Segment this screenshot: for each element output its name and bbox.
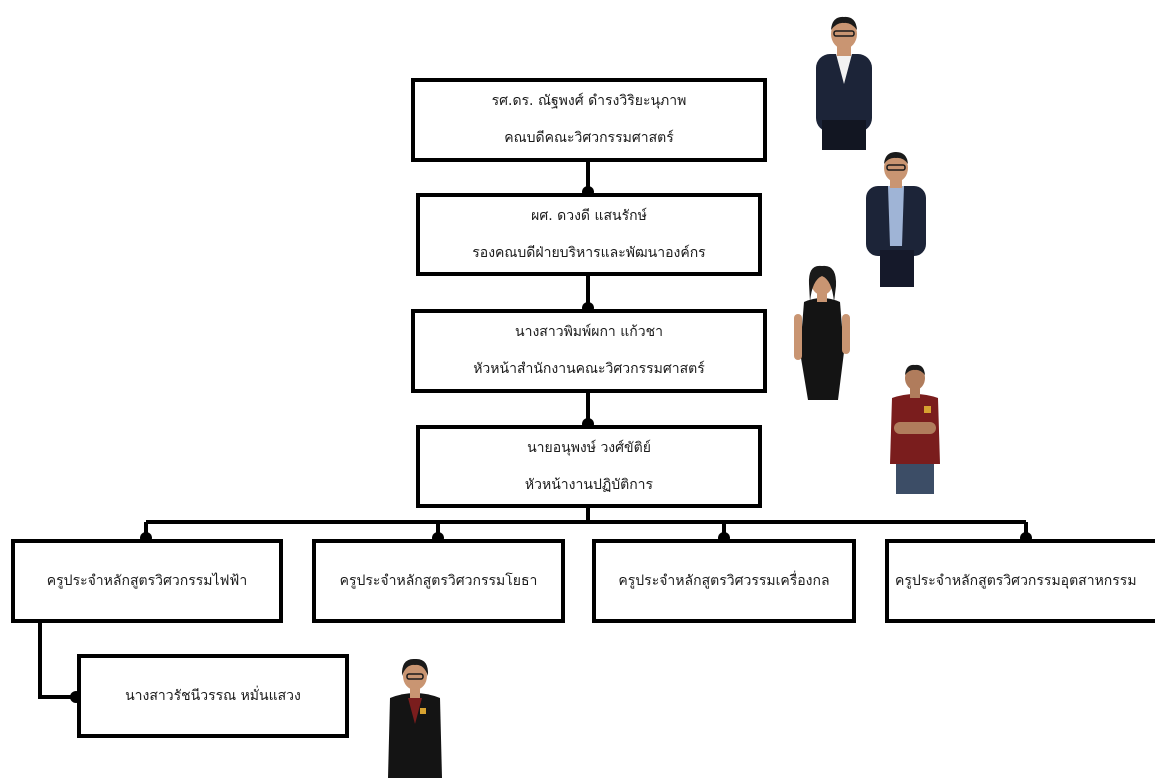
- connector-electrical-staff: [38, 622, 80, 699]
- teacher-label: ครูประจำหลักสูตรวิศวกรรมอุตสาหกรรม: [895, 572, 1137, 589]
- dean-title: คณบดีคณะวิศวกรรมศาสตร์: [504, 130, 674, 146]
- workshop-head-title: หัวหน้างานปฏิบัติการ: [524, 476, 654, 493]
- teacher-label: ครูประจำหลักสูตรวิศวกรรมไฟฟ้า: [46, 572, 248, 589]
- workshop-head-name: นายอนุพงษ์ วงศ์ขัติย์: [527, 439, 651, 456]
- node-electrical-staff: นางสาวรัชนีวรรณ หมั่นแสวง: [77, 654, 349, 738]
- office-head-photo: [790, 262, 854, 400]
- dean-photo: [806, 10, 882, 150]
- office-head-title: หัวหน้าสำนักงานคณะวิศวกรรมศาสตร์: [473, 361, 705, 377]
- electrical-staff-name: นางสาวรัชนีวรรณ หมั่นแสวง: [125, 687, 301, 704]
- node-dean: รศ.ดร. ณัฐพงศ์ ดำรงวิริยะนุภาพ คณบดีคณะว…: [411, 78, 767, 162]
- node-office-head: นางสาวพิมพ์ผกา แก้วชา หัวหน้าสำนักงานคณะ…: [411, 309, 767, 393]
- node-vice-dean: ผศ. ดวงดี แสนรักษ์ รองคณบดีฝ่ายบริหารและ…: [416, 193, 762, 276]
- dean-name: รศ.ดร. ณัฐพงศ์ ดำรงวิริยะนุภาพ: [491, 93, 687, 110]
- node-workshop-head: นายอนุพงษ์ วงศ์ขัติย์ หัวหน้างานปฏิบัติก…: [416, 425, 762, 508]
- electrical-staff-photo: [384, 654, 446, 778]
- vice-dean-photo: [860, 146, 932, 287]
- node-teacher-industrial: ครูประจำหลักสูตรวิศวกรรมอุตสาหกรรม: [885, 539, 1155, 623]
- teacher-label: ครูประจำหลักสูตรวิศวรรมเครื่องกล: [618, 572, 830, 589]
- office-head-name: นางสาวพิมพ์ผกา แก้วชา: [515, 324, 663, 341]
- vice-dean-name: ผศ. ดวงดี แสนรักษ์: [531, 207, 647, 224]
- workshop-head-photo: [884, 360, 946, 494]
- node-teacher-civil: ครูประจำหลักสูตรวิศวกรรมโยธา: [312, 539, 565, 623]
- node-teacher-mechanical: ครูประจำหลักสูตรวิศวรรมเครื่องกล: [592, 539, 856, 623]
- teacher-label: ครูประจำหลักสูตรวิศวกรรมโยธา: [339, 572, 538, 589]
- node-teacher-electrical: ครูประจำหลักสูตรวิศวกรรมไฟฟ้า: [11, 539, 283, 623]
- vice-dean-title: รองคณบดีฝ่ายบริหารและพัฒนาองค์กร: [472, 244, 706, 261]
